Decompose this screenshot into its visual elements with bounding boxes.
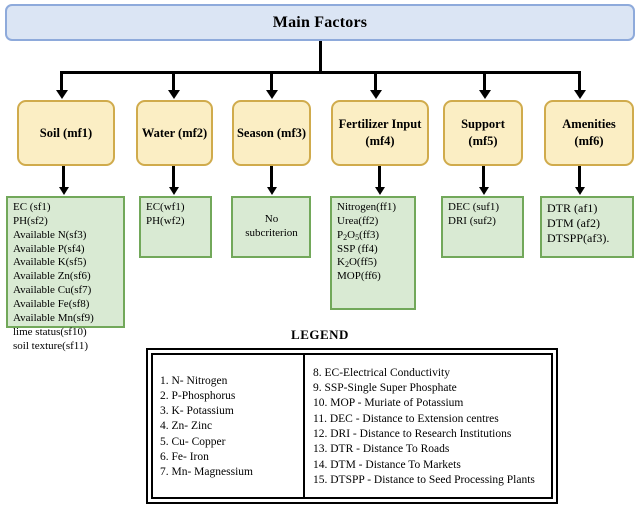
legend-item: 8. EC-Electrical Conductivity [313, 366, 451, 379]
subcriteria-item-k2o: K2O(ff5) [337, 256, 377, 270]
bus-drop-mf2 [172, 71, 175, 93]
legend-item: 5. Cu- Copper [160, 435, 226, 448]
subcriteria-item: lime status(sf10) [13, 325, 87, 338]
subcriteria-item: Nitrogen(ff1) [337, 201, 397, 213]
subcriteria-box-water: EC(wf1) PH(wf2) [139, 196, 212, 258]
factor-node-support-label: Support (mf5) [461, 117, 505, 148]
subcriteria-item: Available P(sf4) [13, 242, 85, 255]
subcriteria-item: No [264, 213, 279, 226]
factor-node-fertilizer-input[interactable]: Fertilizer Input (mf4) [331, 100, 429, 166]
legend-column-left: 1. N- Nitrogen 2. P-Phosphorus 3. K- Pot… [153, 355, 305, 497]
subcriteria-item: Available Cu(sf7) [13, 284, 92, 297]
legend-item: 7. Mn- Magnessium [160, 466, 253, 479]
factor-node-water[interactable]: Water (mf2) [136, 100, 213, 166]
root-node-label: Main Factors [272, 13, 368, 31]
arrow-head-fertilizer-sub [374, 187, 385, 195]
subcriteria-item: Available Zn(sf6) [13, 270, 91, 283]
subcriteria-item-p2o5: P2O5(ff3) [337, 228, 380, 242]
subcriteria-item: soil texture(sf11) [13, 339, 89, 352]
subcriteria-item: Urea(ff2) [337, 214, 379, 227]
arrow-head-amenities-sub [574, 187, 585, 195]
subcriteria-item: SSP (ff4) [337, 242, 378, 255]
subcriteria-item: subcriterion [245, 227, 298, 239]
subcriteria-box-support: DEC (suf1) DRI (suf2) [441, 196, 524, 258]
subcriteria-item: DTR (af1) [547, 201, 598, 215]
bus-drop-mf4 [374, 71, 377, 93]
factor-drop-soil [62, 166, 65, 190]
subcriteria-item: EC (sf1) [13, 201, 51, 213]
arrow-head-water-sub [168, 187, 179, 195]
subcriteria-box-soil: EC (sf1) PH(sf2) Available N(sf3) Availa… [6, 196, 125, 352]
subcriteria-box-amenities: DTR (af1) DTM (af2) DTSPP(af3). [540, 196, 634, 258]
arrow-head-mf1 [55, 90, 68, 99]
subcriteria-item: Available N(sf3) [13, 228, 87, 241]
subcriteria-item: EC(wf1) [146, 201, 185, 213]
legend-item: 6. Fe- Iron [160, 450, 209, 463]
arrow-head-mf3 [265, 90, 278, 99]
legend-column-right: 8. EC-Electrical Conductivity 9. SSP-Sin… [305, 355, 551, 497]
legend-item: 13. DTR - Distance To Roads [313, 443, 450, 456]
subcriteria-item: Available Mn(sf9) [13, 311, 94, 324]
root-node-main-factors: Main Factors [5, 4, 635, 41]
subcriteria-box-fertilizer: Nitrogen(ff1) Urea(ff2) P2O5(ff3) SSP (f… [330, 196, 416, 310]
arrow-head-mf2 [167, 90, 180, 99]
bus-drop-mf6 [578, 71, 581, 93]
legend-item: 10. MOP - Muriate of Potassium [313, 397, 464, 410]
legend-item: 9. SSP-Single Super Phosphate [313, 382, 457, 395]
subcriteria-item: DRI (suf2) [448, 214, 496, 227]
legend-item: 1. N- Nitrogen [160, 374, 228, 387]
subcriteria-item: DTM (af2) [547, 216, 600, 231]
subcriteria-item: Available K(sf5) [13, 256, 87, 269]
arrow-head-mf6 [573, 90, 586, 99]
factor-drop-water [172, 166, 175, 190]
subcriteria-box-season: No subcriterion [231, 196, 311, 258]
legend-panel: 1. N- Nitrogen 2. P-Phosphorus 3. K- Pot… [146, 348, 558, 504]
legend-item: 4. Zn- Zinc [160, 420, 213, 433]
factor-node-season[interactable]: Season (mf3) [232, 100, 311, 166]
factor-node-water-label: Water (mf2) [141, 125, 208, 140]
arrow-head-support-sub [478, 187, 489, 195]
subcriteria-item: DEC (suf1) [448, 201, 500, 213]
factor-node-season-label: Season (mf3) [236, 125, 307, 140]
factor-node-amenities-label: Amenities (mf6) [562, 117, 616, 148]
subcriteria-item: MOP(ff6) [337, 270, 381, 283]
arrow-head-season-sub [266, 187, 277, 195]
legend-inner-frame: 1. N- Nitrogen 2. P-Phosphorus 3. K- Pot… [151, 353, 553, 499]
factor-drop-fertilizer [378, 166, 381, 190]
legend-item: 3. K- Potassium [160, 405, 234, 418]
factor-node-fertilizer-input-label: Fertilizer Input (mf4) [338, 117, 422, 148]
legend-item: 15. DTSPP - Distance to Seed Processing … [313, 473, 535, 486]
legend-item: 14. DTM - Distance To Markets [313, 458, 461, 471]
factor-drop-support [482, 166, 485, 190]
bus-drop-mf1 [60, 71, 63, 93]
factor-node-soil-label: Soil (mf1) [39, 125, 93, 140]
arrow-head-mf4 [369, 90, 382, 99]
legend-item: 12. DRI - Distance to Research Instituti… [313, 428, 512, 440]
root-stem-connector [319, 41, 322, 73]
legend-item: 11. DEC - Distance to Extension centres [313, 412, 499, 425]
bus-drop-mf5 [483, 71, 486, 93]
legend-title: LEGEND [291, 327, 349, 342]
bus-drop-mf3 [270, 71, 273, 93]
subcriteria-item: PH(sf2) [13, 214, 48, 227]
subcriteria-item: DTSPP(af3). [547, 231, 610, 246]
distribution-bus-connector [60, 71, 581, 74]
subcriteria-item: Available Fe(sf8) [13, 298, 90, 311]
factor-node-support[interactable]: Support (mf5) [443, 100, 523, 166]
legend-item: 2. P-Phosphorus [160, 389, 236, 402]
factor-node-soil[interactable]: Soil (mf1) [17, 100, 115, 166]
factor-drop-season [270, 166, 273, 190]
subcriteria-item: PH(wf2) [146, 214, 185, 227]
factor-node-amenities[interactable]: Amenities (mf6) [544, 100, 634, 166]
arrow-head-mf5 [478, 90, 491, 99]
arrow-head-soil-sub [58, 187, 69, 195]
factor-drop-amenities [578, 166, 581, 190]
